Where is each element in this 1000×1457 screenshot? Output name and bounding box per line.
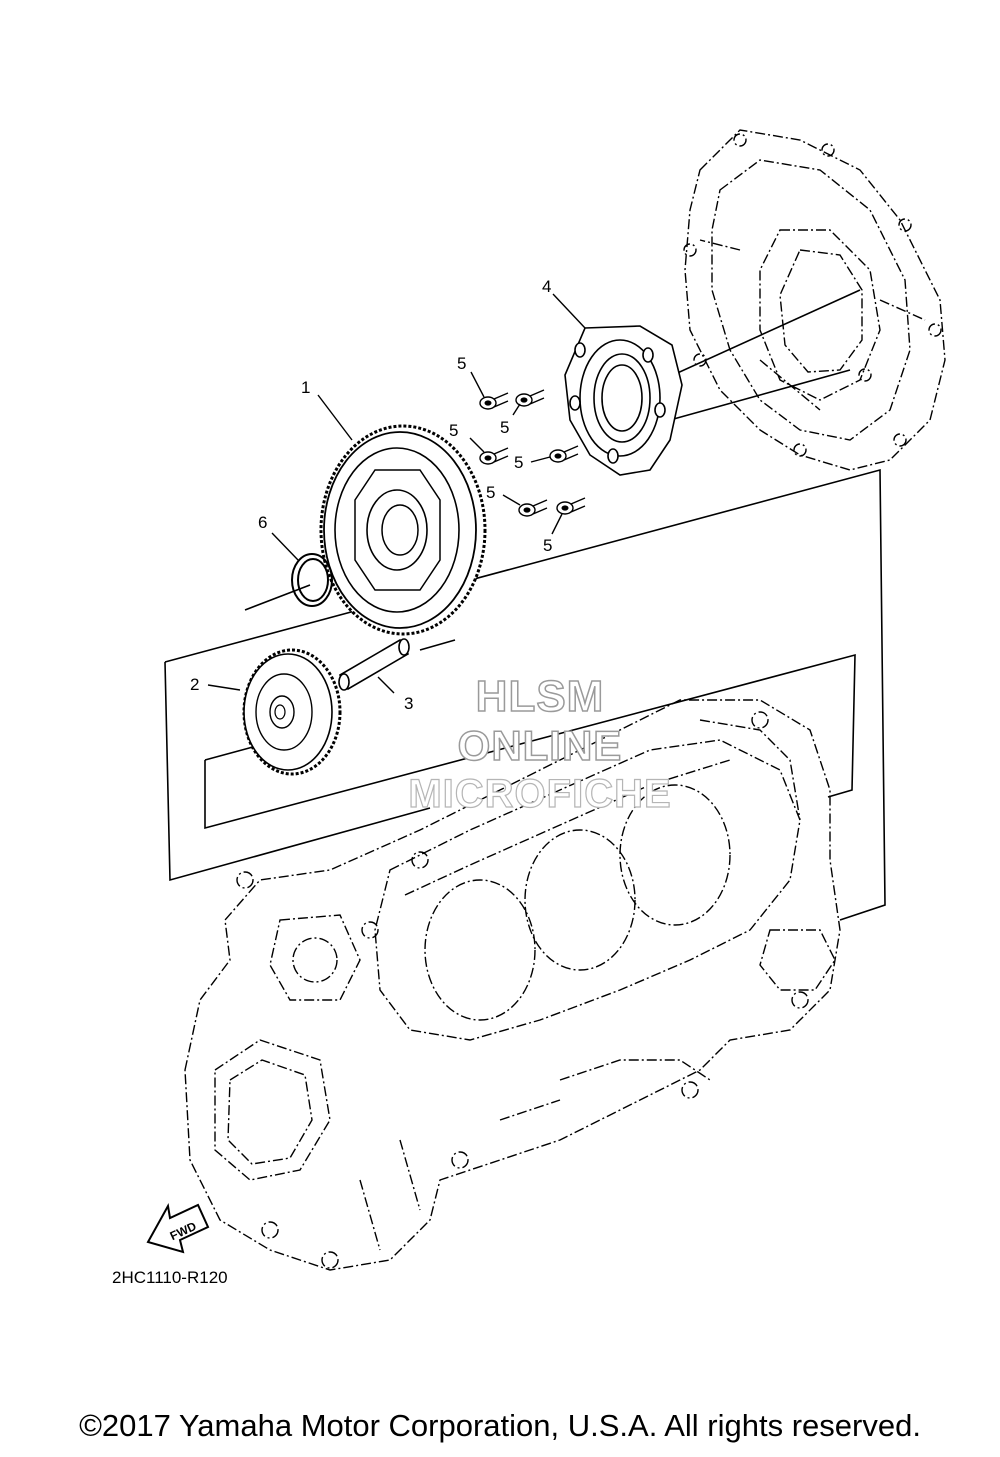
watermark-line-3: MICROFICHE — [408, 771, 672, 816]
callout-5-d: 5 — [514, 453, 523, 472]
starter-gear-part-1 — [319, 424, 487, 636]
callout-leaders — [207, 293, 586, 694]
callout-5-f: 5 — [543, 536, 552, 555]
callout-numbers: 1 2 3 4 5 5 5 5 5 5 6 — [190, 277, 552, 713]
watermark-line-2: ONLINE — [457, 721, 623, 770]
callout-3: 3 — [404, 694, 413, 713]
callout-2: 2 — [190, 675, 199, 694]
figure-code: 2HC1110-R120 — [112, 1268, 228, 1287]
shaft-part-3 — [338, 638, 410, 691]
callout-5-a: 5 — [457, 354, 466, 373]
callout-6: 6 — [258, 513, 267, 532]
copyright-notice: ©2017 Yamaha Motor Corporation, U.S.A. A… — [79, 1408, 921, 1443]
washer-part-6 — [291, 553, 333, 607]
callout-5-c: 5 — [449, 421, 458, 440]
callout-1: 1 — [301, 378, 310, 397]
callout-4: 4 — [542, 277, 551, 296]
callout-5-e: 5 — [486, 483, 495, 502]
idler-gear-part-2 — [242, 648, 342, 776]
engine-side-cover — [683, 129, 946, 471]
starter-clutch-part-4 — [564, 325, 683, 476]
crankcase-block — [184, 699, 841, 1271]
callout-5-b: 5 — [500, 418, 509, 437]
assembly-frame-lines — [164, 289, 886, 921]
watermark-line-1: HLSM — [475, 671, 605, 722]
fwd-arrow-icon: FWD — [146, 1203, 210, 1254]
